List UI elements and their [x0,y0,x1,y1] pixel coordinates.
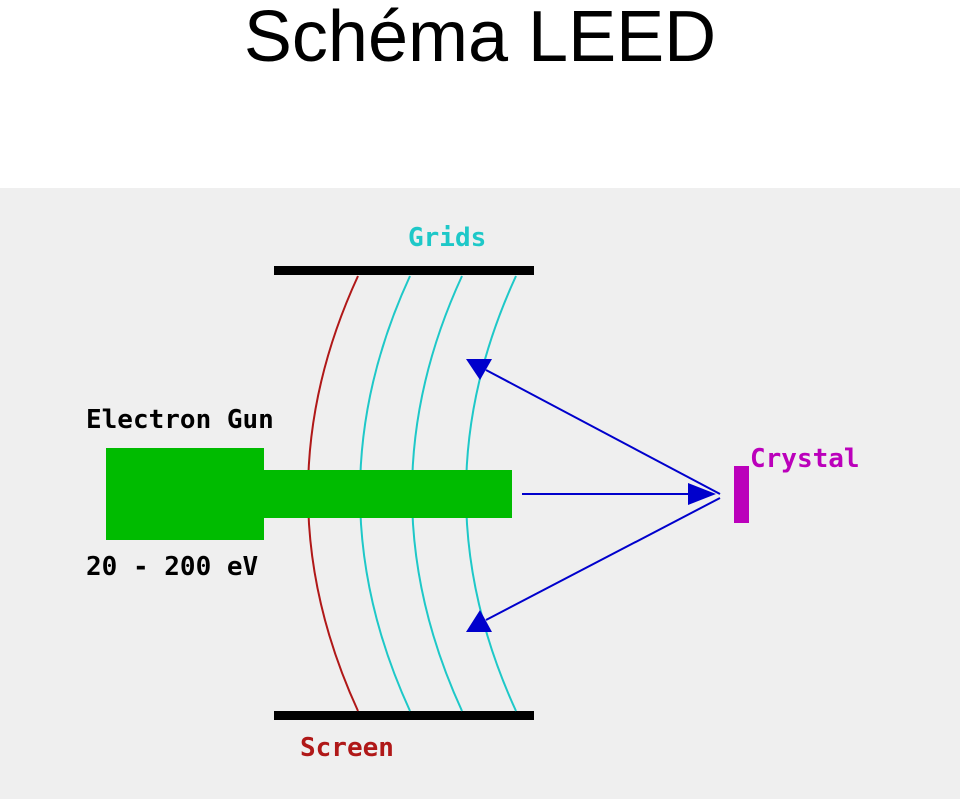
energy-label: 20 - 200 eV [86,552,258,582]
page-title: Schéma LEED [243,0,717,77]
incident-beam-arrowhead [688,483,716,505]
electron-gun-barrel [262,470,512,518]
electron-gun-label: Electron Gun [86,405,274,435]
electron-gun-body [106,448,264,540]
crystal-label: Crystal [750,444,860,474]
diffracted-beam-upper-arrowhead [466,359,492,380]
diffracted-beam-upper [485,369,721,495]
grids-label: Grids [408,223,486,253]
leed-schematic: Grids Electron Gun 20 - 200 eV Crystal S… [86,223,860,763]
leed-diagram: Grids Electron Gun 20 - 200 eV Crystal S… [0,188,960,799]
top-bar [274,266,534,275]
bottom-bar [274,711,534,720]
screen-label: Screen [300,733,394,763]
diffracted-beam-lower-arrowhead [466,610,492,632]
crystal-sample [734,466,749,523]
diffracted-beam-lower [485,497,721,621]
